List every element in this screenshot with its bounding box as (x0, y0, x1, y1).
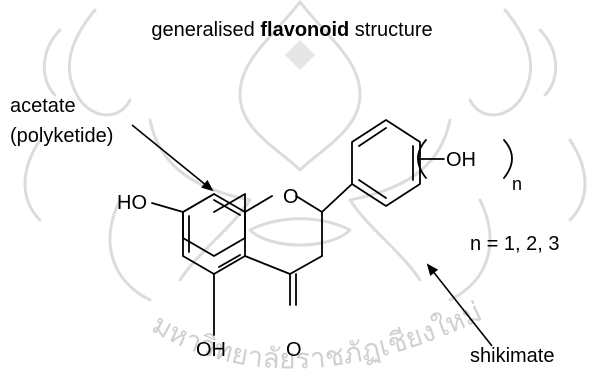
oh-bottom-label: OH (196, 339, 226, 361)
watermark-emblem: มหาวิทยาลัยราชภัฏเชียงใหม่ (23, 0, 587, 372)
b-ring-link (321, 183, 353, 213)
polyketide-label-text: (polyketide) (10, 125, 113, 147)
n-subscript-label: n (512, 174, 522, 194)
ring-oxygen-label: O (283, 186, 299, 208)
acetate-label: acetate (10, 95, 76, 117)
n-values-label: n = 1, 2, 3 (470, 233, 560, 255)
oh-substituent (417, 139, 513, 179)
carbonyl-oxygen-label: O (286, 339, 302, 361)
ring-b (351, 119, 421, 207)
oh-sub-label: OH (446, 149, 476, 171)
ho-left-label: HO (117, 192, 147, 214)
ring-c (244, 195, 323, 306)
ring-a (182, 193, 246, 275)
figure-title: generalised flavonoid structure (151, 19, 432, 41)
acetate-arrow (131, 124, 214, 192)
shikimate-label: shikimate (470, 345, 554, 367)
shikimate-arrow (426, 263, 493, 347)
